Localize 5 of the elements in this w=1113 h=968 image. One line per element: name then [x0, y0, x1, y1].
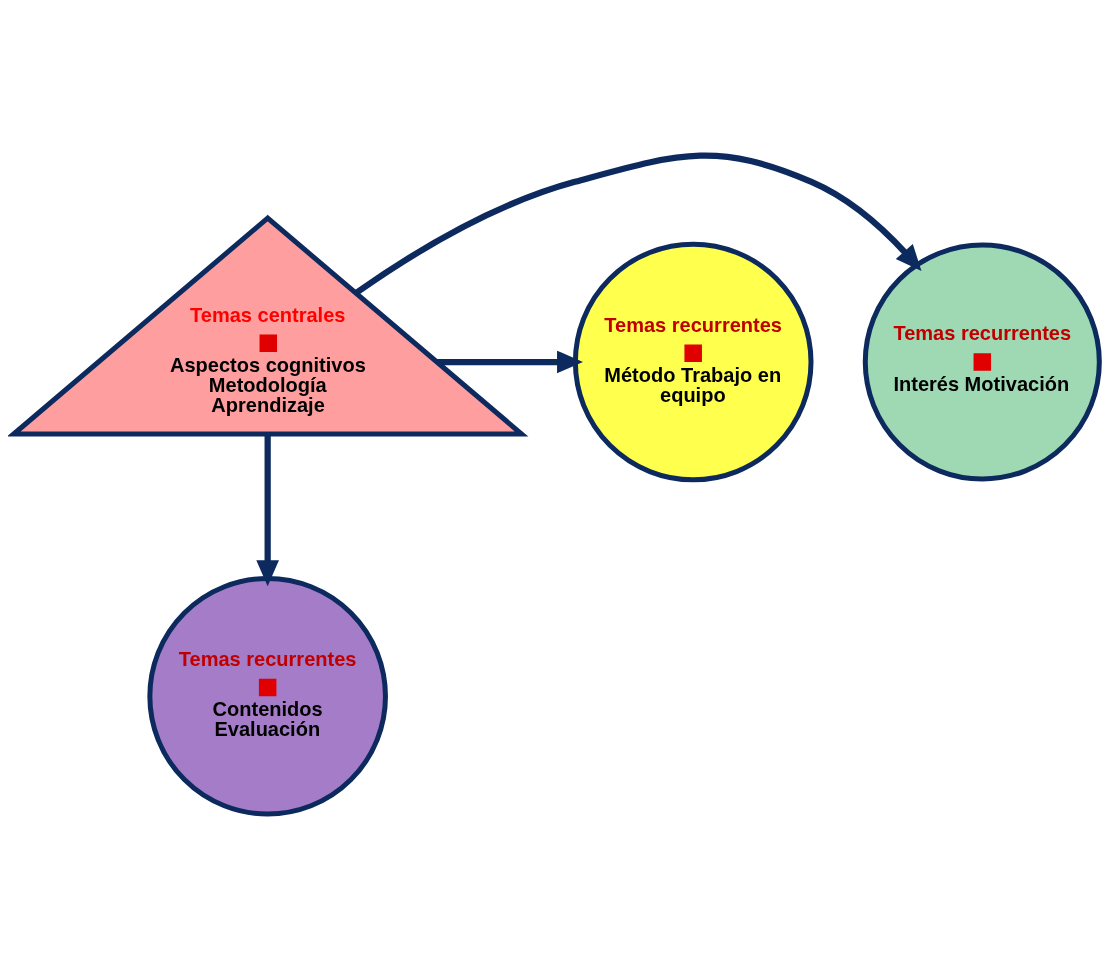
arrow — [437, 350, 583, 373]
node-circle: Temas recurrentes Contenidos Evaluación — [147, 575, 388, 817]
arrow — [354, 152, 922, 296]
node-circle: Temas recurrentes Método Trabajo en equipo — [572, 241, 814, 482]
arrow — [256, 433, 279, 586]
